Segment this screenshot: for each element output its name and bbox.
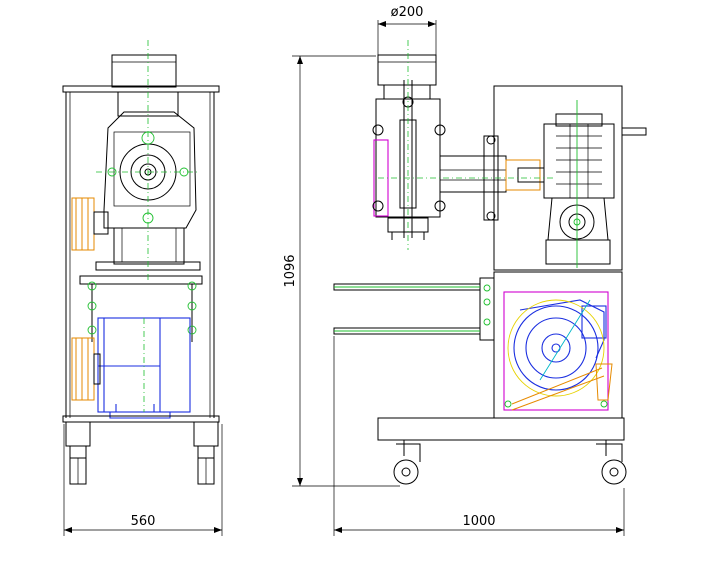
side-motor: [513, 299, 607, 391]
side-base: [377, 417, 625, 441]
height-label: 1096: [283, 254, 298, 287]
side-horizontal-shaft: [439, 155, 507, 193]
side-caster-right: [596, 440, 627, 485]
front-upper-pulley: [71, 197, 109, 251]
width-front-label: 560: [131, 514, 156, 529]
front-hopper: [111, 54, 177, 88]
side-motor-frame: [503, 291, 609, 411]
front-gearbox: [103, 111, 197, 229]
side-view: [333, 40, 647, 485]
dimension-length-side: 1000: [333, 336, 625, 536]
front-caster-left: [65, 421, 91, 485]
side-hopper: [377, 54, 437, 86]
front-base: [62, 415, 220, 423]
hopper-diameter-label: ø200: [391, 5, 424, 20]
side-caster-left: [393, 440, 421, 485]
front-view: [62, 40, 220, 485]
dimension-height: 1096: [283, 55, 400, 487]
dimension-hopper-diameter: ø200: [377, 5, 437, 56]
side-belt: [507, 299, 605, 397]
dimension-width-front: 560: [63, 424, 223, 536]
front-caster-right: [193, 421, 219, 485]
side-upper-cabinet: [493, 85, 623, 271]
length-side-label: 1000: [462, 514, 495, 529]
side-gearbox: [543, 100, 615, 268]
side-rails: [333, 283, 481, 335]
front-lower-pulley: [71, 337, 101, 401]
